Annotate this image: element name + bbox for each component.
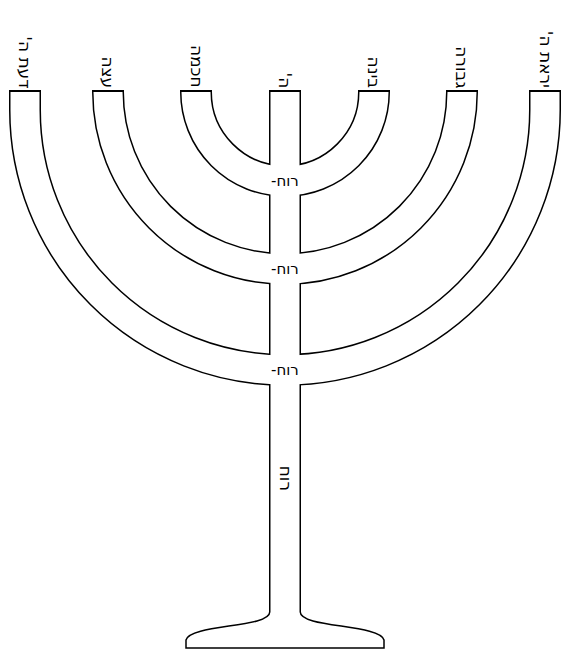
menorah-outline <box>25 90 545 622</box>
stem-label: רוח <box>276 465 295 490</box>
stem <box>271 92 300 622</box>
junction-label: רוח- <box>270 261 300 278</box>
branch-label: יראת ה' <box>536 31 555 88</box>
menorah-body <box>25 92 545 622</box>
branch-label: גבורה <box>453 46 472 88</box>
branch-label: בינה <box>364 56 383 88</box>
junction-label: רוח- <box>270 362 300 379</box>
branch-label: עצה <box>99 56 118 88</box>
stem-outline <box>269 90 301 622</box>
branch-label: ה' <box>276 72 295 88</box>
branch-label: חכמה <box>187 45 206 88</box>
base-fill <box>186 612 384 648</box>
base-outline <box>186 612 384 648</box>
junction-label: רוח- <box>270 173 300 190</box>
branch-label: דעת ה' <box>16 36 35 88</box>
